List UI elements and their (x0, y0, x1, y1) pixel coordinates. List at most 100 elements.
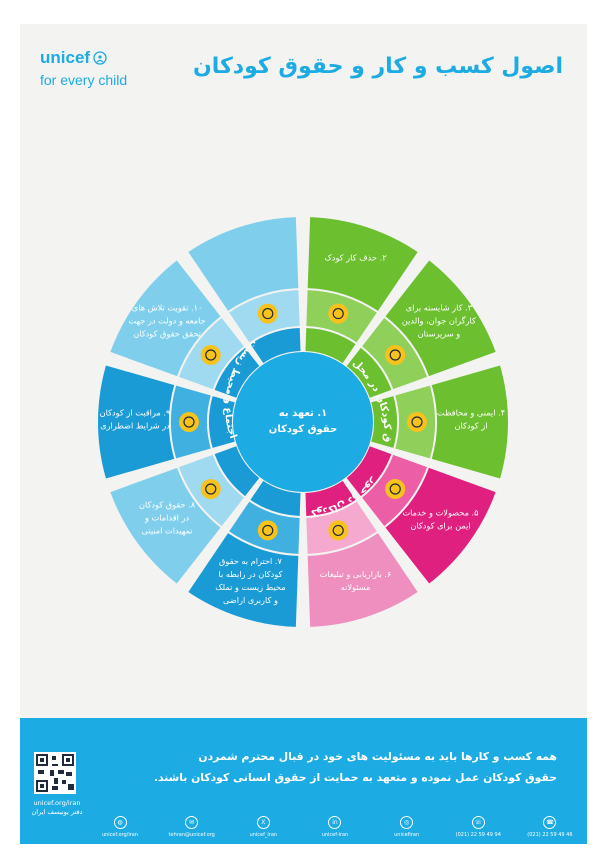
contact-item[interactable]: in unicef-iran (305, 816, 365, 838)
poster: unicef for every child اصول کسب و کار و … (20, 24, 587, 844)
billboard-icon (328, 520, 349, 541)
segment-s4 (431, 365, 509, 479)
child-hands-icon (328, 303, 349, 324)
segment-label-s4: ۴. ایمنی و محافظت از کودکان (437, 408, 505, 431)
qr-code-icon[interactable] (34, 752, 76, 794)
segment-label-line: ایمن برای کودکان (410, 520, 470, 530)
segment-s10 (110, 260, 221, 377)
environment-icon (257, 520, 278, 541)
segment-label-line: در اقدامات و (144, 513, 189, 523)
segment-label-line: و سرپرستان (418, 328, 461, 338)
globe-emblem-icon (93, 51, 107, 65)
center-circle (233, 352, 373, 492)
linkedin-icon: in (328, 816, 342, 829)
segment-label-s2: ۲. حذف کار کودک (324, 252, 387, 262)
contact-text: unicefiran (394, 832, 420, 838)
category-band-s6 (305, 480, 356, 516)
segment-label-s9: ۹. مراقبت از کودکان در شرایط اضطراری (100, 408, 171, 431)
segment-label-s8: ۸. حقوق کودکان در اقدامات و تمهیدات امنیتی (139, 500, 196, 536)
segment-s3 (385, 260, 496, 377)
contact-item[interactable]: ☏ (021) 22 59 49 94 (448, 816, 508, 838)
contact-item[interactable]: ✉ tehran@unicef.org (162, 816, 222, 838)
segment-label-s10: ۱۰. تقویت تلاش های جامعه و دولت در جهت تحق… (128, 302, 205, 338)
unicef-logo[interactable]: unicef for every child (40, 48, 150, 88)
segment-label-line: ۲. حذف کار کودک (324, 252, 387, 262)
segment-s7 (188, 533, 299, 627)
center-subtitle: حقوق کودکان (269, 424, 337, 435)
contact-text: (021) 22 59 49 46 (527, 832, 573, 838)
brand-tagline: for every child (40, 72, 128, 88)
category-band-s5 (346, 446, 392, 497)
outer-segments: ۲. حذف کار کودک ۳. کار شایسته برای کارگران… (98, 217, 509, 627)
segment-s5 (385, 467, 496, 584)
brand-wordmark: unicef (40, 48, 150, 68)
email-icon: ✉ (185, 816, 199, 829)
qr-caption-office: دفتر یونیسف ایران (31, 808, 83, 816)
segment-label-line: کودکان در رابطه با (218, 569, 282, 579)
segment-label-line: ۶. بازاریابی و تبلیغات (320, 569, 392, 579)
contact-text: tehran@unicef.org (168, 832, 215, 838)
x-icon: X (256, 816, 270, 829)
category-band-s7 (250, 480, 301, 516)
segment-label-line: ۸. حقوق کودکان (139, 500, 196, 510)
category-band-s2 (305, 328, 356, 364)
qr-caption-url: unicef.org/iran (33, 799, 81, 807)
segment-label-line: در شرایط اضطراری (100, 421, 170, 431)
warning-icon (179, 412, 199, 432)
segment-label-line: تحقق حقوق کودکان (133, 328, 201, 338)
category-band-s9 (209, 396, 235, 448)
segment-label-line: ۴. ایمنی و محافظت (437, 408, 505, 418)
contact-text: unicef.org/iran (101, 832, 139, 838)
segment-label-s6: ۶. بازاریابی و تبلیغات مسئولانه (320, 569, 392, 592)
segment-label-line: ۳. کار شایسته برای (406, 302, 473, 312)
contact-item[interactable]: ☎ (021) 22 59 49 46 (520, 816, 580, 838)
category-band-s3 (346, 347, 392, 398)
segment-label-s7: ۷. احترام به حقوق کودکان در رابطه با محیط … (215, 556, 285, 605)
instagram-icon: ◎ (400, 816, 414, 829)
segment-s9 (98, 365, 175, 479)
statement: همه کسب و کارها باید به مسئولیت های خود … (137, 746, 557, 788)
center-title: ۱. تعهد به (279, 408, 327, 419)
segment-label-line: از کودکان (454, 421, 487, 431)
segment-label-s3: ۳. کار شایسته برای کارگران جوان، والدین و … (402, 302, 476, 338)
segment-label-line: ۹. مراقبت از کودکان (100, 408, 171, 418)
segment-label-line: تمهیدات امنیتی (142, 526, 193, 536)
segment-label-s5: ۵. محصولات و خدمات ایمن برای کودکان (402, 507, 478, 530)
segment-label-line: ۵. محصولات و خدمات (402, 507, 478, 517)
segment-label-line: مسئولانه (341, 582, 371, 592)
product-icon (385, 479, 406, 500)
contact-text: unicef-iran (321, 832, 349, 838)
category-band-s10-fill (250, 328, 301, 364)
globe-icon: ◍ (113, 816, 127, 829)
community-icon (257, 303, 278, 324)
segment-s2 (307, 217, 418, 311)
brand-name: unicef (40, 48, 91, 67)
briefcase-icon (385, 344, 406, 365)
segment-s8 (110, 467, 221, 584)
safety-icon (407, 412, 427, 432)
segment-label-line: کارگران جوان، والدین (402, 315, 476, 325)
contact-item[interactable]: ◎ unicefiran (377, 816, 437, 838)
footer-banner: unicef.org/iran دفتر یونیسف ایران همه کس… (20, 718, 587, 844)
contact-text: unicef_iran (249, 832, 278, 838)
category-band-s4 (371, 396, 398, 448)
community-icon (200, 344, 221, 365)
icon-ring (171, 290, 435, 554)
segment-label-line: جامعه و دولت در جهت (128, 315, 205, 325)
category-ring (209, 328, 398, 516)
fax-icon: ☎ (543, 816, 557, 829)
contact-item[interactable]: ◍ unicef.org/iran (90, 816, 150, 838)
contact-text: (021) 22 59 49 94 (455, 832, 501, 838)
segment-label-line: ۱۰. تقویت تلاش های (132, 302, 203, 312)
phone-icon: ☏ (471, 816, 485, 829)
qr-caption: unicef.org/iran دفتر یونیسف ایران (28, 798, 86, 816)
segment-label-line: محیط زیست و تملک (215, 582, 285, 592)
shield-icon (200, 479, 221, 500)
page-title: اصول کسب و کار و حقوق کودکان (192, 54, 563, 79)
statement-line: همه کسب و کارها باید به مسئولیت های خود … (198, 750, 557, 763)
segment-s6 (307, 533, 418, 627)
category-band-s10 (214, 347, 260, 398)
segment-label-line: ۷. احترام به حقوق (219, 556, 283, 566)
